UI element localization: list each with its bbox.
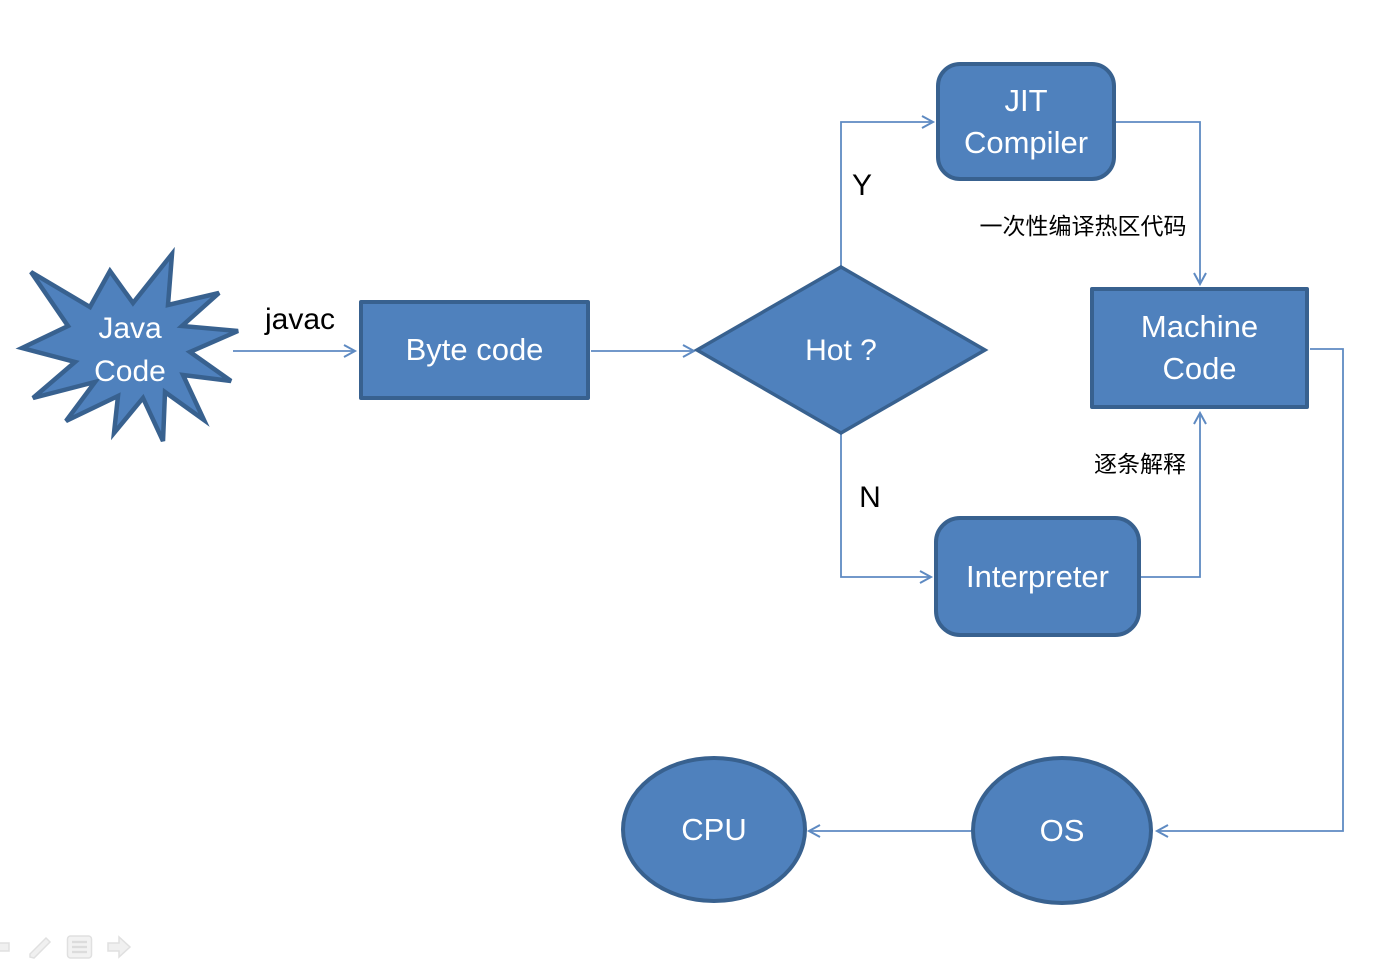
edge-label-interpreter-note: 逐条解释 (1094, 451, 1186, 477)
diamond-shape-hot (693, 264, 989, 436)
edge-label-jit-note: 一次性编译热区代码 (979, 213, 1187, 239)
node-interpreter: Interpreter (934, 516, 1141, 637)
node-byte-code: Byte code (359, 300, 590, 400)
next-slide-arrow-icon[interactable] (106, 934, 132, 965)
edge-label-javac: javac (264, 303, 336, 336)
slideshow-toolbar (0, 930, 160, 964)
node-machine-label-line2: Code (1162, 351, 1237, 386)
connector-interpreter-to-machinecode (1141, 410, 1207, 578)
node-machine-code: Machine Code (1090, 287, 1309, 409)
node-os: OS (971, 756, 1153, 905)
node-jit-compiler: JIT Compiler (936, 62, 1116, 181)
connector-jit-to-machinecode (1116, 121, 1207, 287)
connector-machinecode-to-os (1154, 348, 1344, 838)
edge-label-no: N (859, 481, 881, 514)
menu-icon[interactable] (66, 934, 93, 965)
node-machine-label-line1: Machine (1140, 309, 1259, 344)
previous-slide-arrow-icon[interactable] (0, 934, 11, 965)
node-jit-label-line2: Compiler (963, 124, 1089, 160)
connector-hot-to-interpreter (840, 433, 934, 584)
node-cpu-label: CPU (681, 811, 747, 847)
node-os-label: OS (1039, 812, 1085, 848)
node-cpu: CPU (621, 756, 807, 903)
starburst-shape-java-code (15, 246, 239, 442)
node-interpreter-label: Interpreter (965, 558, 1109, 594)
connector-hot-to-jit (840, 115, 936, 267)
node-byte-code-label: Byte code (405, 332, 544, 367)
node-jit-label-line1: JIT (1004, 82, 1048, 118)
pen-icon[interactable] (27, 934, 53, 965)
edge-label-yes: Y (851, 169, 872, 202)
